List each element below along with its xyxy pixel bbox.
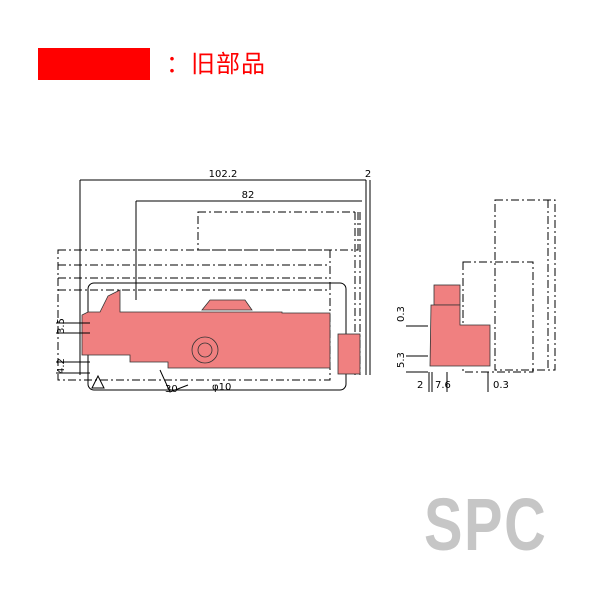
dim-height-lower: 4.2	[56, 358, 67, 374]
dim-left-gap: 2	[417, 380, 423, 391]
spc-logo: SPC	[424, 483, 548, 566]
warning-triangle-icon	[91, 374, 105, 389]
dim-top-gap: 0.3	[396, 306, 407, 322]
dim-offset: 2	[365, 169, 371, 180]
old-part-legend-label: ：旧部品	[166, 50, 266, 78]
dim-right-gap: 0.3	[493, 380, 509, 391]
dim-inner-length: 82	[242, 190, 255, 201]
dim-overall-length: 102.2	[209, 169, 238, 180]
dim-wheel-diameter: φ10	[212, 382, 231, 393]
dim-height-upper: 3.5	[56, 318, 67, 334]
section-view	[406, 199, 556, 392]
old-part-color-swatch	[38, 48, 150, 80]
side-view	[56, 179, 371, 393]
old-part-side	[81, 289, 361, 375]
old-part-section	[429, 284, 491, 367]
dim-section-width: 7.6	[435, 380, 451, 391]
dim-angle: 30	[165, 384, 178, 395]
dim-section-height: 5.3	[396, 352, 407, 368]
